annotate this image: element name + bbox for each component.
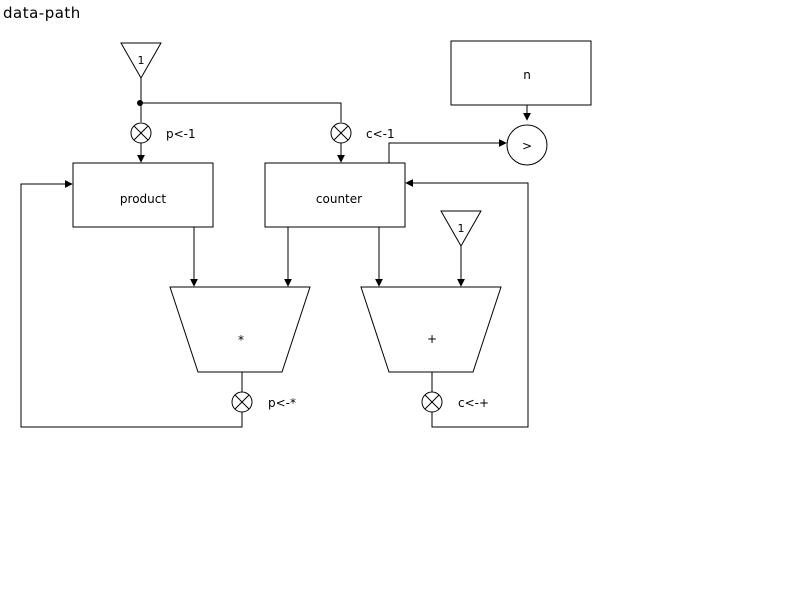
alu-multiply-label: *: [238, 333, 244, 347]
register-n: n: [450, 40, 592, 106]
wire-feedback-to-product: [20, 180, 243, 428]
alu-add: +: [360, 286, 502, 373]
alu-add-label: +: [427, 332, 437, 346]
alu-multiply: *: [169, 286, 311, 373]
switch-c-init: [330, 122, 352, 144]
constant-one-right-label: 1: [458, 222, 465, 235]
constant-one-right: 1: [440, 210, 482, 248]
constant-one-top: 1: [120, 42, 162, 80]
switch-p-init: [130, 122, 152, 144]
wire-feedback-to-counter: [405, 179, 529, 428]
register-n-label: n: [523, 68, 531, 82]
switch-c-add-label: c<-+: [458, 396, 489, 410]
wire-counter-to-comparator: [388, 139, 507, 163]
switch-c-add: [421, 391, 443, 413]
register-counter-label: counter: [316, 192, 362, 206]
comparator-symbol: >: [522, 139, 532, 153]
diagram-title: data-path: [3, 4, 81, 22]
register-counter: counter: [264, 162, 406, 228]
switch-p-init-label: p<-1: [166, 127, 196, 141]
register-product: product: [72, 162, 214, 228]
switch-p-mul-label: p<-*: [268, 396, 296, 410]
constant-one-top-label: 1: [138, 54, 145, 67]
comparator: >: [506, 124, 548, 166]
register-product-label: product: [120, 192, 166, 206]
switch-c-init-label: c<-1: [366, 127, 395, 141]
switch-p-mul: [231, 391, 253, 413]
wire-junction-to-c-switch: [141, 102, 342, 122]
